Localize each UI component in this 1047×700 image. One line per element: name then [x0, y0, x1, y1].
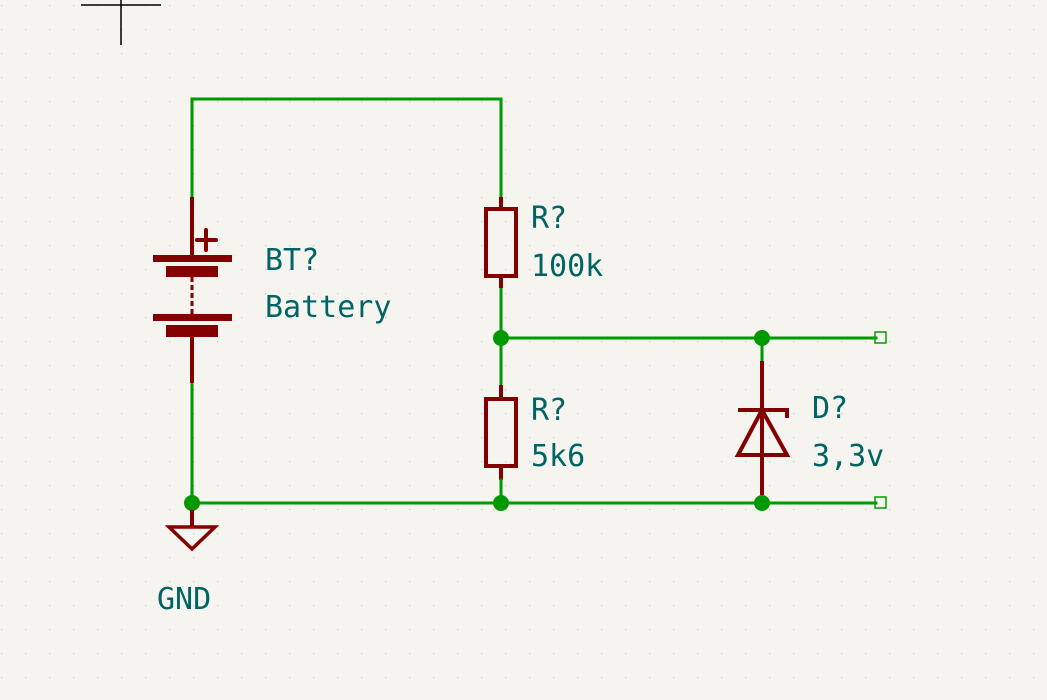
diode-value[interactable]: 3,3v — [812, 439, 884, 474]
junction-dot — [754, 330, 770, 346]
resistor-bottom-reference[interactable]: R? — [531, 393, 567, 428]
battery-reference[interactable]: BT? — [265, 243, 319, 278]
ground-icon[interactable] — [164, 510, 220, 552]
junction-dot — [184, 495, 200, 511]
resistor-top-value[interactable]: 100k — [531, 249, 603, 284]
resistor-top-symbol[interactable] — [484, 197, 518, 288]
junction-dot — [754, 495, 770, 511]
resistor-bottom-value[interactable]: 5k6 — [531, 439, 585, 474]
ground-label[interactable]: GND — [157, 582, 211, 617]
wire-end-marker-bottom[interactable] — [874, 496, 887, 509]
resistor-bottom-symbol[interactable] — [484, 385, 518, 480]
junction-dot — [493, 330, 509, 346]
battery-value[interactable]: Battery — [265, 290, 391, 325]
wire-end-marker-top[interactable] — [874, 331, 887, 344]
plus-icon — [195, 228, 218, 252]
wire-top-loop[interactable] — [190, 97, 503, 199]
battery-symbol[interactable] — [153, 197, 232, 383]
zener-diode-symbol[interactable] — [734, 361, 791, 495]
resistor-top-reference[interactable]: R? — [531, 201, 567, 236]
crosshair-cursor-icon — [81, 0, 161, 45]
diode-reference[interactable]: D? — [812, 391, 848, 426]
